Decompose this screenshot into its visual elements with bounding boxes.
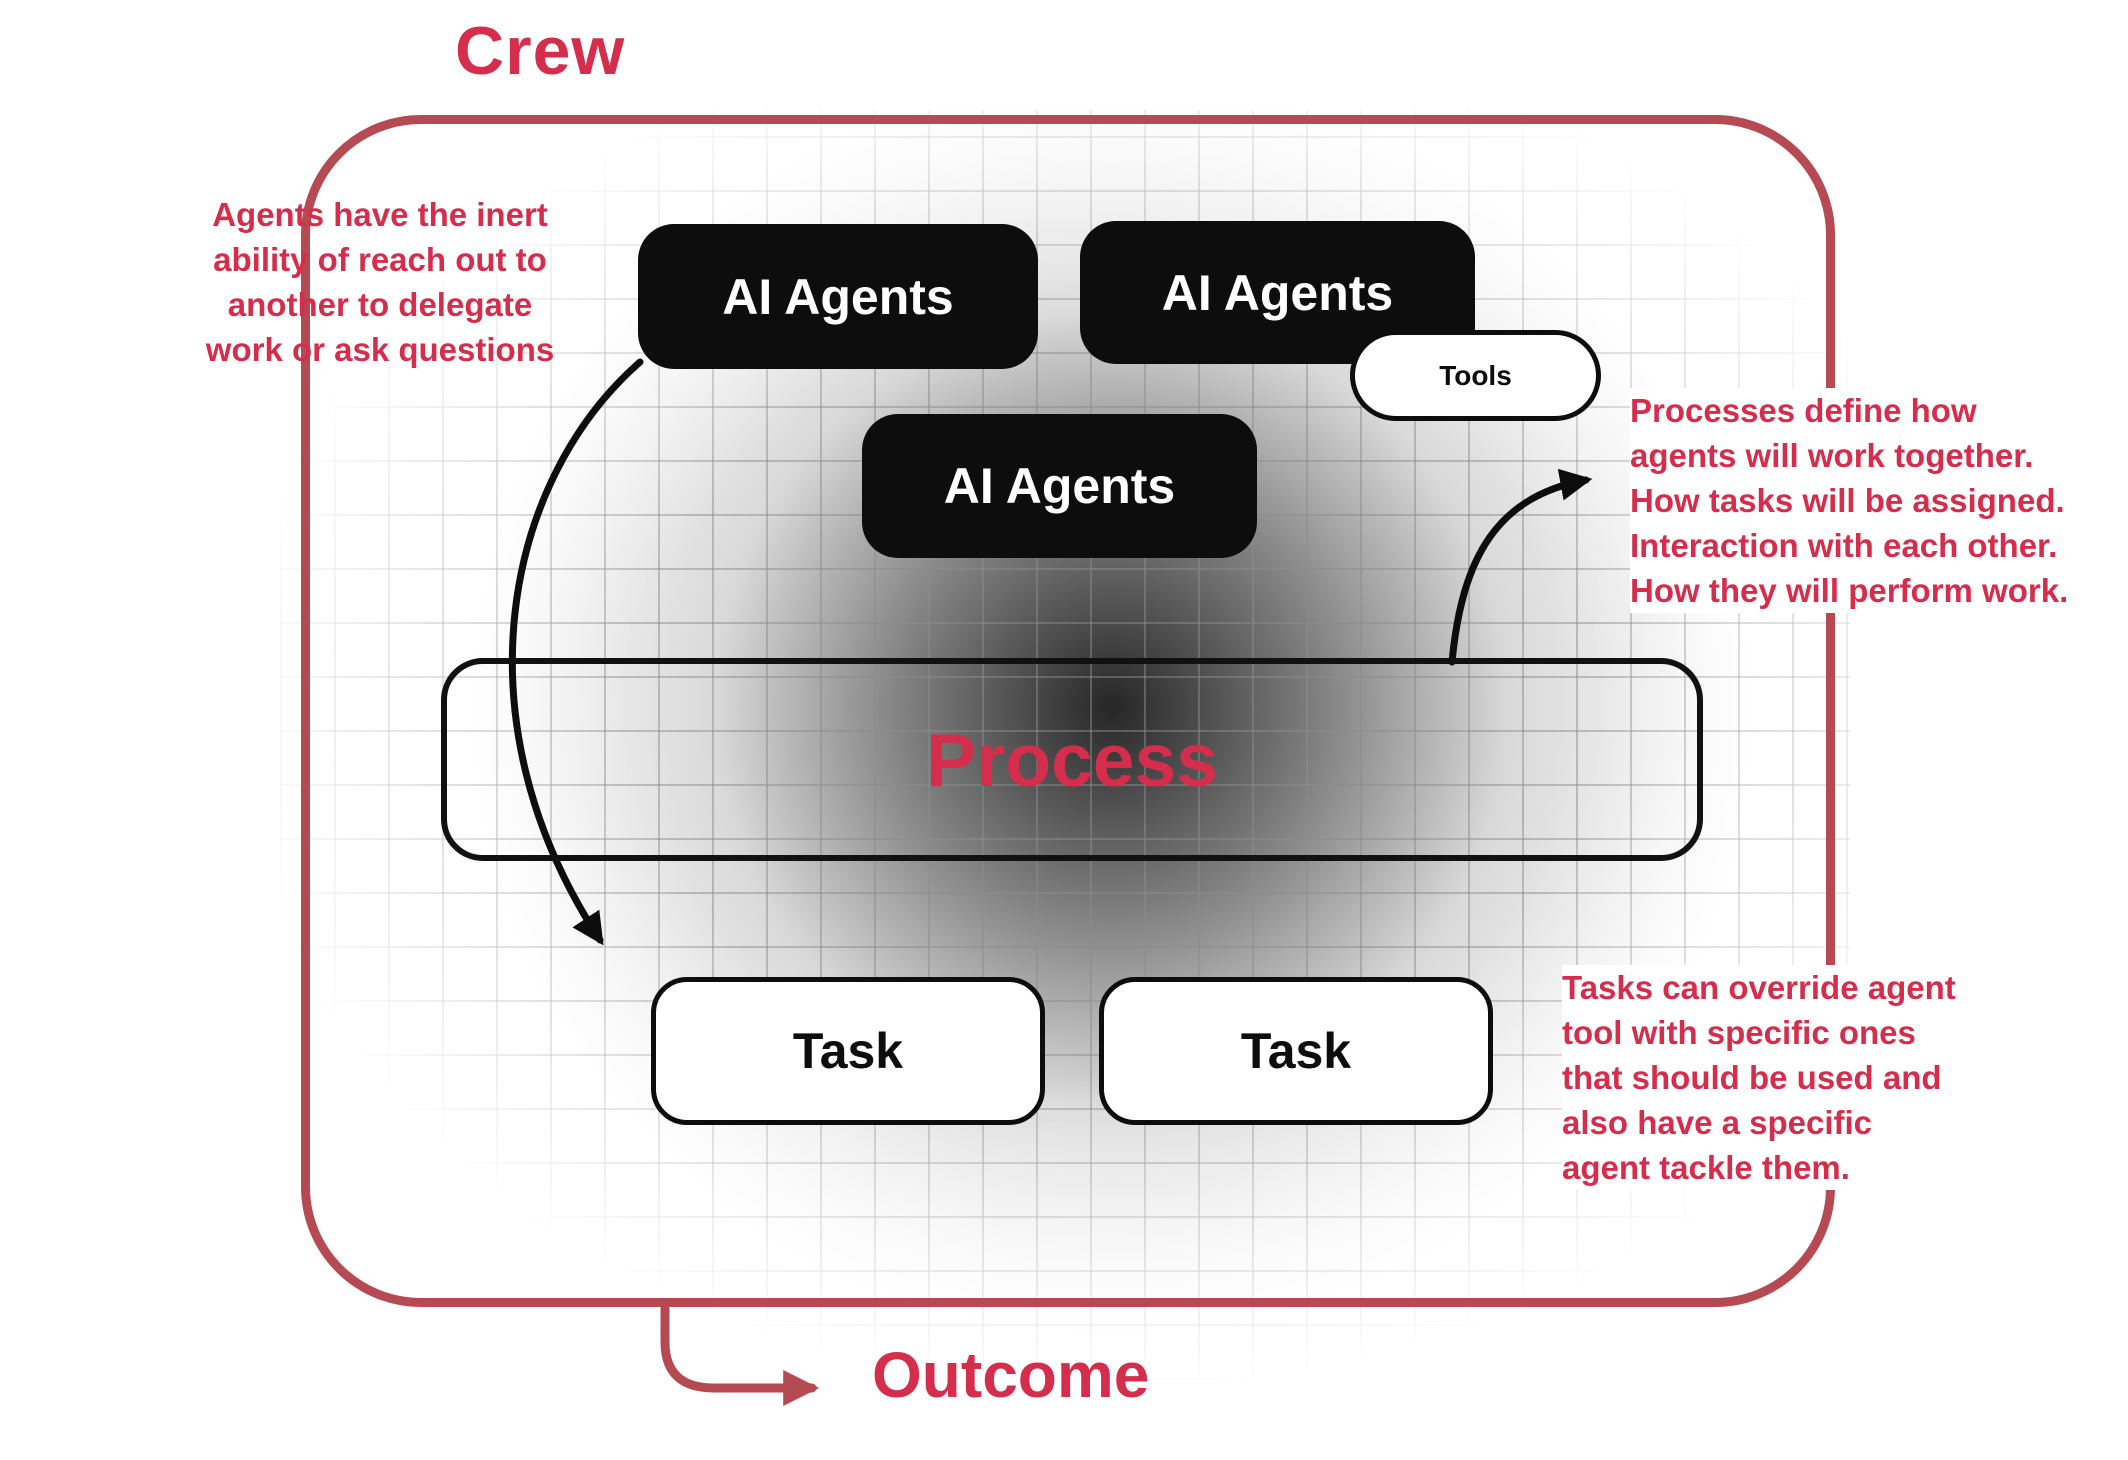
crew-label: Crew — [455, 13, 626, 89]
annotation-processes: Processes define how agents will work to… — [1630, 388, 2069, 613]
process-box: Process — [441, 658, 1703, 861]
task-box-2: Task — [1099, 977, 1493, 1125]
task-box-1: Task — [651, 977, 1045, 1125]
annotation-delegation: Agents have the inert ability of reach o… — [205, 196, 555, 368]
crew-frame — [301, 115, 1835, 1307]
process-label: Process — [926, 717, 1218, 802]
ai-agents-label-2: AI Agents — [1161, 264, 1394, 321]
task-label-2: Task — [1240, 1023, 1352, 1079]
ai-agents-box-3: AI Agents — [862, 414, 1257, 558]
ai-agents-box-1: AI Agents — [638, 224, 1038, 369]
ai-agents-label-1: AI Agents — [722, 268, 954, 325]
task-label-1: Task — [792, 1023, 904, 1079]
outcome-label: Outcome — [872, 1339, 1150, 1411]
ai-agents-label-3: AI Agents — [943, 458, 1176, 514]
tools-label: Tools — [1439, 359, 1512, 391]
tools-pill: Tools — [1350, 330, 1601, 421]
annotation-tasks: Tasks can override agent tool with speci… — [1562, 965, 1956, 1190]
